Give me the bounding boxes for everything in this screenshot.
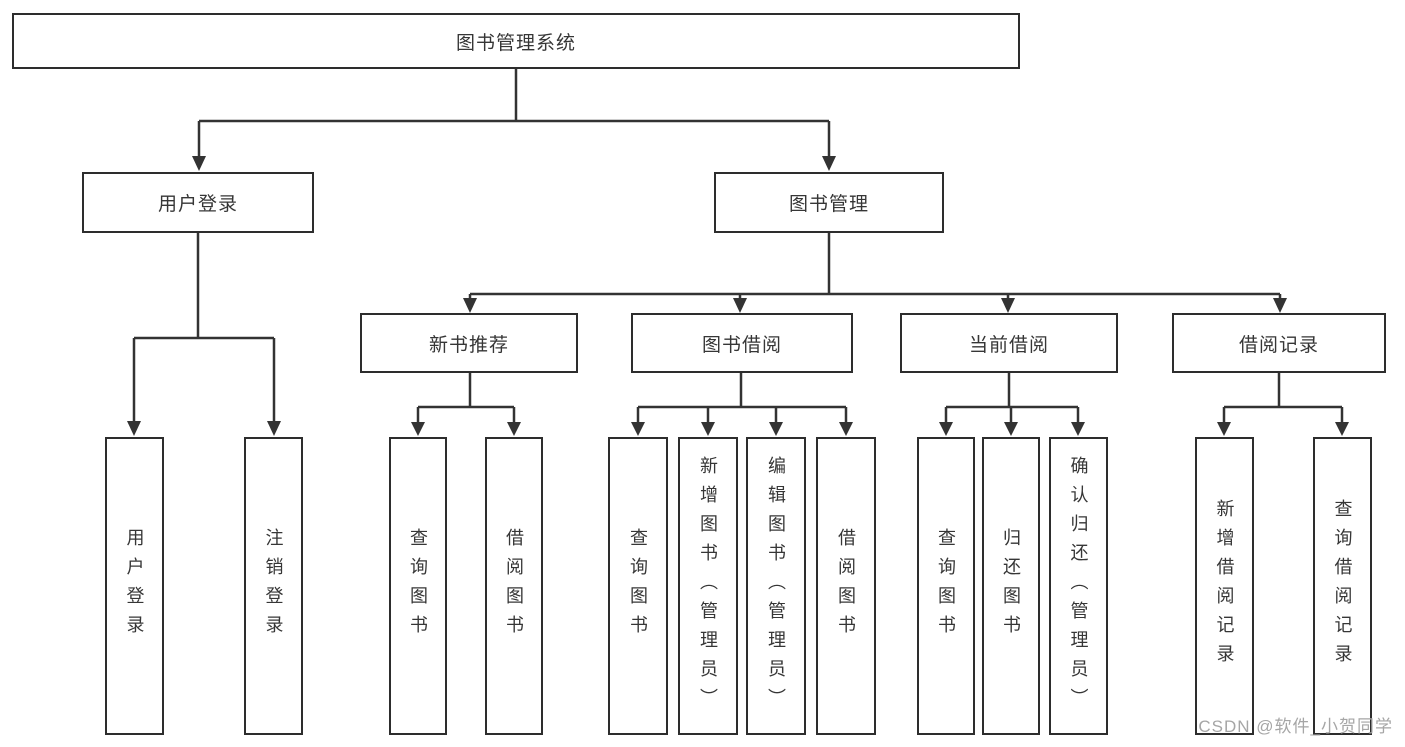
leaf-add-books-admin: 新增图书（管理员） [678, 437, 738, 735]
leaf-add-borrow-record: 新增借阅记录 [1195, 437, 1254, 735]
leaf-add-borrow-record-label: 新增借阅记录 [1214, 499, 1235, 673]
leaf-return-books-label: 归还图书 [1001, 528, 1021, 644]
leaf-query-borrow-record-label: 查询借阅记录 [1332, 499, 1353, 673]
leaf-recommend-borrow-books: 借阅图书 [485, 437, 543, 735]
node-book-borrow: 图书借阅 [631, 313, 853, 373]
leaf-user-login: 用户登录 [105, 437, 164, 735]
leaf-edit-books-admin: 编辑图书（管理员） [746, 437, 806, 735]
node-user-login-label: 用户登录 [157, 194, 238, 215]
leaf-confirm-return-admin-label: 确认归还（管理员） [1068, 455, 1089, 717]
leaf-edit-books-admin-label: 编辑图书（管理员） [766, 455, 786, 717]
leaf-recommend-query-books: 查询图书 [389, 437, 447, 735]
leaf-borrow-query-books: 查询图书 [608, 437, 668, 735]
leaf-return-books: 归还图书 [982, 437, 1040, 735]
node-book-borrow-label: 图书借阅 [701, 334, 782, 356]
node-new-book-recommend-label: 新书推荐 [428, 334, 509, 356]
node-book-management-label: 图书管理 [788, 194, 869, 215]
leaf-logout: 注销登录 [244, 437, 303, 735]
arrowheads [127, 156, 1349, 436]
node-current-borrow: 当前借阅 [900, 313, 1118, 373]
node-borrow-records: 借阅记录 [1172, 313, 1386, 373]
leaf-logout-label: 注销登录 [263, 528, 284, 644]
leaf-borrow-query-books-label: 查询图书 [628, 528, 648, 644]
leaf-current-query-books-label: 查询图书 [936, 528, 956, 644]
node-root-label: 图书管理系统 [455, 32, 576, 54]
node-book-management: 图书管理 [714, 172, 944, 233]
leaf-current-query-books: 查询图书 [917, 437, 975, 735]
leaf-recommend-borrow-books-label: 借阅图书 [504, 528, 524, 644]
leaf-user-login-label: 用户登录 [124, 528, 145, 644]
node-user-login: 用户登录 [82, 172, 314, 233]
node-root: 图书管理系统 [12, 13, 1020, 69]
leaf-recommend-query-books-label: 查询图书 [408, 528, 428, 644]
leaf-add-books-admin-label: 新增图书（管理员） [698, 455, 718, 717]
node-current-borrow-label: 当前借阅 [968, 334, 1049, 356]
leaf-borrow-books: 借阅图书 [816, 437, 876, 735]
leaf-query-borrow-record: 查询借阅记录 [1313, 437, 1372, 735]
leaf-confirm-return-admin: 确认归还（管理员） [1049, 437, 1108, 735]
node-borrow-records-label: 借阅记录 [1238, 334, 1319, 356]
leaf-borrow-books-label: 借阅图书 [836, 528, 856, 644]
watermark: CSDN @软件_小贺同学 [1198, 717, 1393, 736]
node-new-book-recommend: 新书推荐 [360, 313, 578, 373]
